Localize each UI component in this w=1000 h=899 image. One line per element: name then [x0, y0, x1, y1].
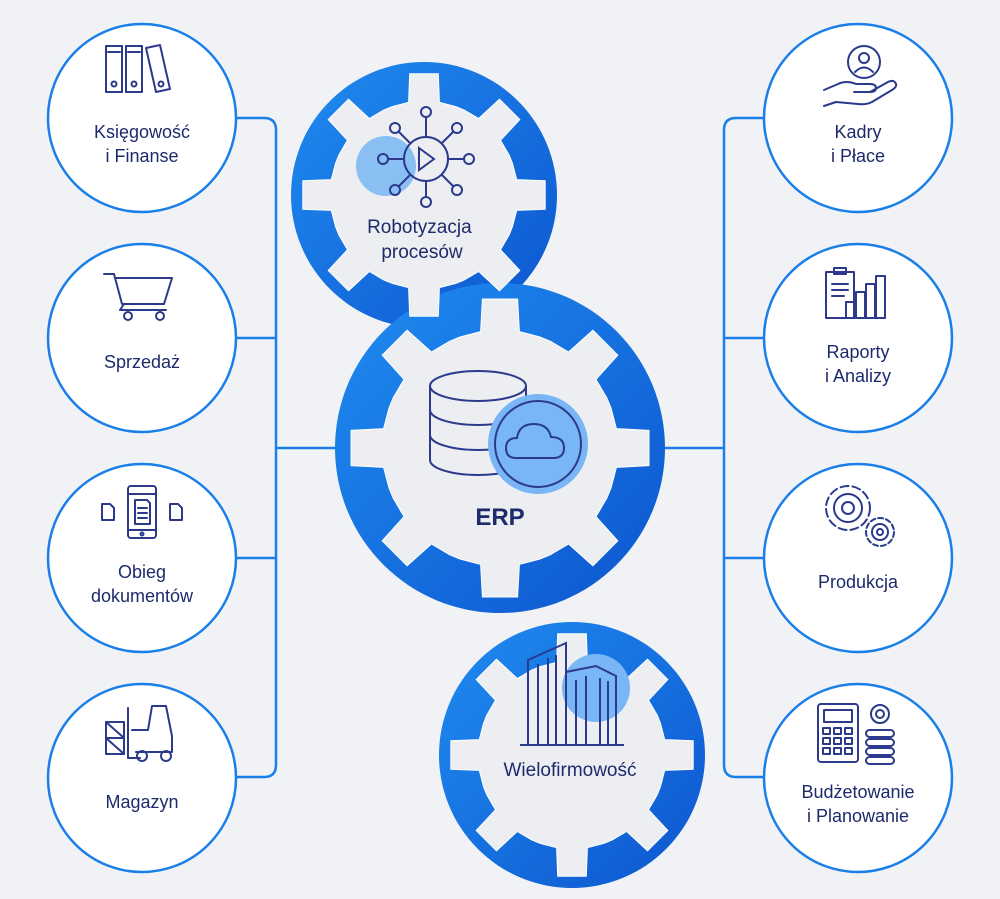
- wielofirmowosc-label: Wielofirmowość: [503, 760, 636, 781]
- shopping-cart-icon: [103, 273, 173, 321]
- process-network-icon: [356, 106, 475, 208]
- module-circle: [762, 242, 954, 434]
- module-circle: [46, 22, 238, 214]
- module-circle: [46, 682, 238, 874]
- gear-shape: [450, 633, 694, 877]
- module-circle: [762, 22, 954, 214]
- database-cloud-icon: [429, 370, 588, 494]
- binders-icon: [105, 44, 171, 93]
- module-sprzedaz[interactable]: Sprzedaż: [46, 242, 238, 434]
- left-bracket: [234, 116, 347, 779]
- calculator-coins-icon: [817, 703, 895, 765]
- mobile-documents-icon: [101, 485, 183, 539]
- module-circle: [46, 242, 238, 434]
- gear-shape: [302, 73, 546, 317]
- erp-label: ERP: [475, 504, 524, 531]
- module-circle: [46, 462, 238, 654]
- connector-lines: [234, 116, 766, 779]
- module-label: Produkcja: [818, 572, 899, 592]
- wielofirmowosc-gear[interactable]: [450, 633, 694, 877]
- module-circle: [762, 682, 954, 874]
- module-produkcja[interactable]: Produkcja: [762, 462, 954, 654]
- person-hand-icon: [823, 45, 898, 107]
- robotyzacja-label: Robotyzacja procesów: [367, 217, 477, 263]
- forklift-icon: [105, 705, 173, 762]
- buildings-icon: [520, 641, 630, 746]
- gears-icon: [825, 485, 895, 547]
- clipboard-chart-icon: [825, 267, 886, 319]
- module-label: Sprzedaż: [104, 352, 180, 372]
- module-magazyn[interactable]: Magazyn: [46, 682, 238, 874]
- module-label: Magazyn: [105, 792, 178, 812]
- module-circle: [762, 462, 954, 654]
- right-bracket: [653, 116, 766, 779]
- robotyzacja-gear[interactable]: [302, 73, 546, 317]
